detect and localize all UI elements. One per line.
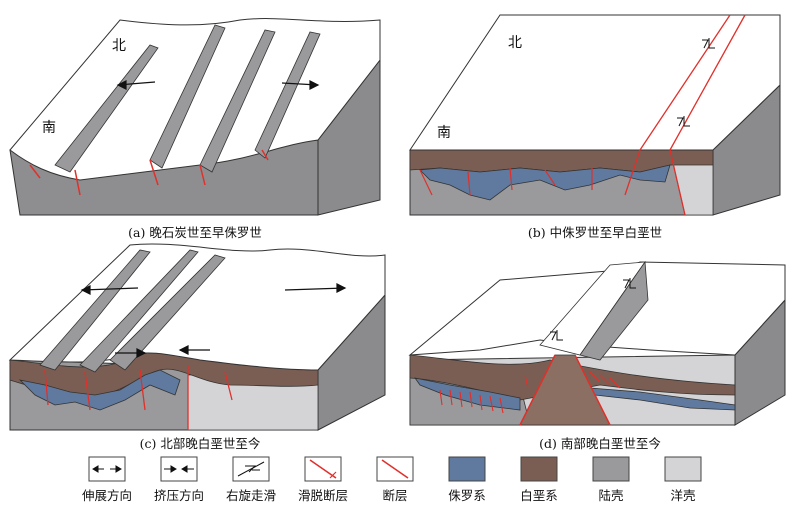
legend-jurassic-label: 侏罗系 <box>448 488 486 503</box>
legend-oceanic-label: 洋壳 <box>670 488 696 503</box>
legend-cretaceous-swatch <box>520 456 558 482</box>
panel-b-south-label: 南 <box>437 125 451 141</box>
panel-d-faults <box>439 371 621 414</box>
panel-d-jurassic <box>589 387 736 411</box>
panel-b-top-surface <box>409 14 781 151</box>
panel-d-uplift-side <box>579 260 649 361</box>
panel-a-block <box>9 18 381 216</box>
panel-d-jurassic <box>414 377 521 411</box>
panel-d-dextral-symbols <box>550 278 636 341</box>
panel-b-caption: (b) 中侏罗世至早白垩世 <box>527 225 663 240</box>
panel-b-strike-slip-fault <box>624 14 746 216</box>
legend-continental-label: 陆壳 <box>598 488 624 503</box>
legend-oceanic-swatch <box>664 456 702 482</box>
panel-c-block <box>8 243 386 431</box>
legend-symbols <box>88 456 702 482</box>
panel-b-north-label: 北 <box>508 35 522 51</box>
legend-compression-label: 挤压方向 <box>153 488 204 503</box>
panel-b-jurassic <box>419 164 671 201</box>
legend-jurassic-swatch <box>448 456 486 482</box>
panel-a-fault-block <box>199 29 276 173</box>
legend-cretaceous-label: 白垩系 <box>520 488 558 503</box>
panel-a-south-label: 南 <box>42 120 56 136</box>
panel-a-north-label: 北 <box>112 38 126 54</box>
panel-d-detachment-faults <box>519 354 611 426</box>
panel-c-caption: (c) 北部晚白垩世至今 <box>139 436 261 451</box>
panel-a-fault-block <box>254 31 321 159</box>
panel-b-dextral-symbols <box>677 38 715 127</box>
panel-c-direction-arrows <box>80 283 347 358</box>
legend-continental-swatch <box>592 456 630 482</box>
panel-a-faults <box>29 149 269 196</box>
panel-c-fault-block <box>79 249 199 373</box>
panel-b-faults <box>419 167 593 196</box>
panel-a-fault-block <box>149 24 226 169</box>
legend-detachment-label: 滑脱断层 <box>297 488 348 503</box>
panel-a-top-surface <box>9 18 381 181</box>
panel-c-jurassic <box>18 369 181 411</box>
panel-c-fault-block <box>39 249 151 371</box>
panel-d-block <box>408 260 786 426</box>
legend-strike-slip-label: 右旋走滑 <box>225 488 276 503</box>
legend-fault-label: 断层 <box>382 488 408 503</box>
legend-extension-label: 伸展方向 <box>81 488 132 503</box>
panel-a-caption: (a) 晚石炭世至早侏罗世 <box>128 225 262 240</box>
panel-b-block <box>409 14 781 216</box>
panel-d-caption: (d) 南部晚白垩世至今 <box>539 436 661 451</box>
panel-a-extension-arrows <box>116 80 320 90</box>
legend-strike-slip-icon <box>232 456 270 482</box>
panel-c-faults <box>44 365 233 430</box>
panel-c-fault-block <box>109 254 226 371</box>
